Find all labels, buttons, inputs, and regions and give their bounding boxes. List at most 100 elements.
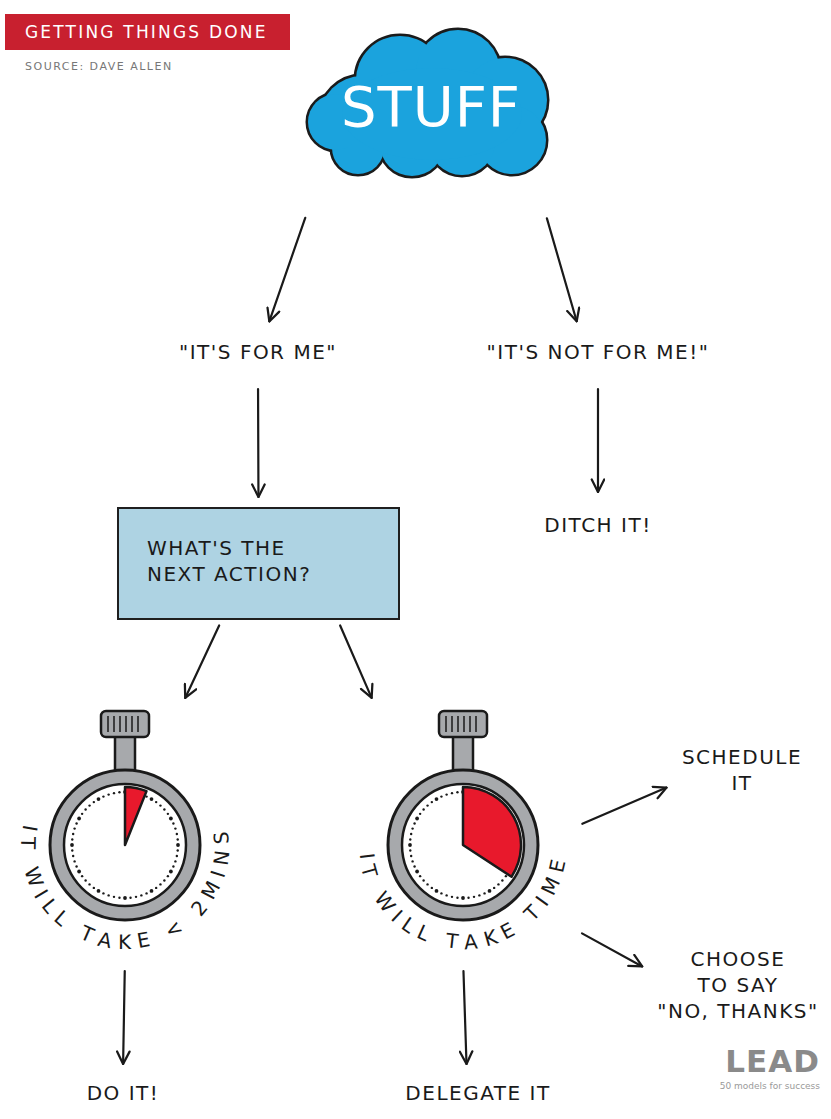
label-box: SOURCE: DAVE ALLEN	[25, 61, 173, 74]
dial-tick	[84, 808, 86, 810]
dial-tick	[163, 808, 165, 810]
dial-tick	[70, 843, 74, 847]
dial-tick	[88, 804, 90, 806]
dial-tick	[174, 827, 176, 829]
dial-letter: <	[160, 914, 187, 943]
dial-tick	[169, 817, 173, 821]
dial-tick	[113, 896, 115, 898]
stopwatch-dial	[408, 787, 521, 900]
crown-rib	[119, 716, 121, 732]
outcome-label: DO IT!	[79, 1070, 168, 1116]
stopwatch-ring	[50, 770, 200, 920]
flow-arrow	[597, 389, 599, 492]
dial-tick	[97, 889, 101, 893]
label-box: 50 models for success	[720, 1081, 820, 1091]
title-banner: GETTING THINGS DONE	[5, 14, 290, 50]
cloud-outline	[308, 30, 547, 176]
dial-tick	[73, 827, 75, 829]
crown-rib	[131, 716, 133, 732]
dial-tick	[445, 793, 447, 795]
label-box: LEAD	[725, 1044, 820, 1080]
dial-tick	[145, 892, 147, 894]
node-text: CHOOSE TO SAY "NO, THANKS"	[657, 946, 819, 1024]
source-note: SOURCE: DAVE ALLEN	[25, 61, 173, 74]
dial-letter: E	[496, 918, 518, 945]
dial-letter: E	[134, 927, 151, 953]
outcome-label: CHOOSE TO SAY "NO, THANKS"	[649, 936, 827, 1034]
dial-tick	[413, 822, 415, 824]
dial-tick	[159, 804, 161, 806]
dial-tick	[413, 865, 415, 867]
source-note: 50 models for success	[720, 1081, 820, 1091]
node-text: STUFF	[341, 75, 521, 139]
dial-tick	[93, 801, 95, 803]
dial-letter: W	[19, 864, 48, 891]
dial-letter: T	[356, 862, 382, 880]
dial-letter: I	[354, 852, 379, 861]
title-text: GETTING THINGS DONE	[25, 22, 268, 43]
choice-label: "IT'S FOR ME"	[171, 329, 345, 375]
dial-tick	[75, 822, 77, 824]
node-text: "IT'S FOR ME"	[179, 339, 337, 365]
flow-arrow	[185, 625, 219, 698]
dial-letter: T	[445, 929, 460, 954]
outcome-label: DITCH IT!	[536, 502, 659, 548]
dial-caption: IT WILL TAKE < 2MINS	[13, 707, 237, 957]
dial-tick	[71, 849, 73, 851]
dial-tick	[409, 849, 411, 851]
dial-tick	[478, 894, 480, 896]
dial-letter: L	[413, 920, 433, 946]
dial-tick	[422, 879, 424, 881]
dial-tick	[150, 889, 154, 893]
dial-tick	[461, 896, 465, 900]
dial-tick	[440, 892, 442, 894]
stuff-cloud: STUFF	[300, 22, 562, 180]
dial-tick	[473, 896, 475, 898]
cloud-fill	[308, 30, 547, 176]
flow-arrow	[582, 933, 642, 966]
dial-tick	[72, 833, 74, 835]
stopwatch-stem	[115, 733, 135, 773]
dial-letter	[431, 926, 444, 951]
dial-tick	[451, 896, 453, 898]
dial-tick	[77, 817, 81, 821]
dial-letter	[17, 854, 42, 864]
dial-tick	[97, 797, 101, 801]
dial-letter: S	[209, 831, 234, 845]
dial-tick	[169, 870, 173, 874]
dial-letter: E	[544, 858, 570, 876]
dial-letter: K	[117, 930, 130, 954]
node-text: DO IT!	[87, 1080, 160, 1106]
stopwatch-dial	[70, 787, 180, 900]
dial-tick	[177, 849, 179, 851]
dial-tick	[415, 870, 419, 874]
crown-rib	[463, 716, 465, 732]
node-text: "IT'S NOT FOR ME!"	[487, 339, 710, 365]
dial-letter: N	[208, 849, 234, 867]
dial-tick	[129, 897, 131, 899]
dial-letter: T	[16, 837, 40, 850]
dial-tick	[135, 896, 137, 898]
crown-rib	[469, 716, 471, 732]
crown-rib	[113, 716, 115, 732]
dial-tick	[167, 875, 169, 877]
stopwatch-ring	[388, 770, 538, 920]
dial-tick	[123, 896, 127, 900]
dial-tick	[456, 897, 458, 899]
node-text: SCHEDULE IT	[682, 744, 802, 796]
flow-arrow	[582, 788, 666, 824]
dial-tick	[440, 795, 442, 797]
stopwatch-stem	[453, 733, 473, 773]
dial-tick	[172, 822, 174, 824]
flow-arrow	[269, 218, 305, 322]
flow-arrow	[123, 971, 125, 1064]
dial-tick	[488, 889, 492, 893]
dial-tick	[172, 865, 174, 867]
dial-tick	[410, 833, 412, 835]
outcome-label: SCHEDULE IT	[674, 734, 810, 806]
dial-tick	[118, 791, 120, 793]
dial-tick	[467, 897, 469, 899]
dial-tick	[408, 843, 412, 847]
dial-letter: M	[536, 873, 565, 899]
